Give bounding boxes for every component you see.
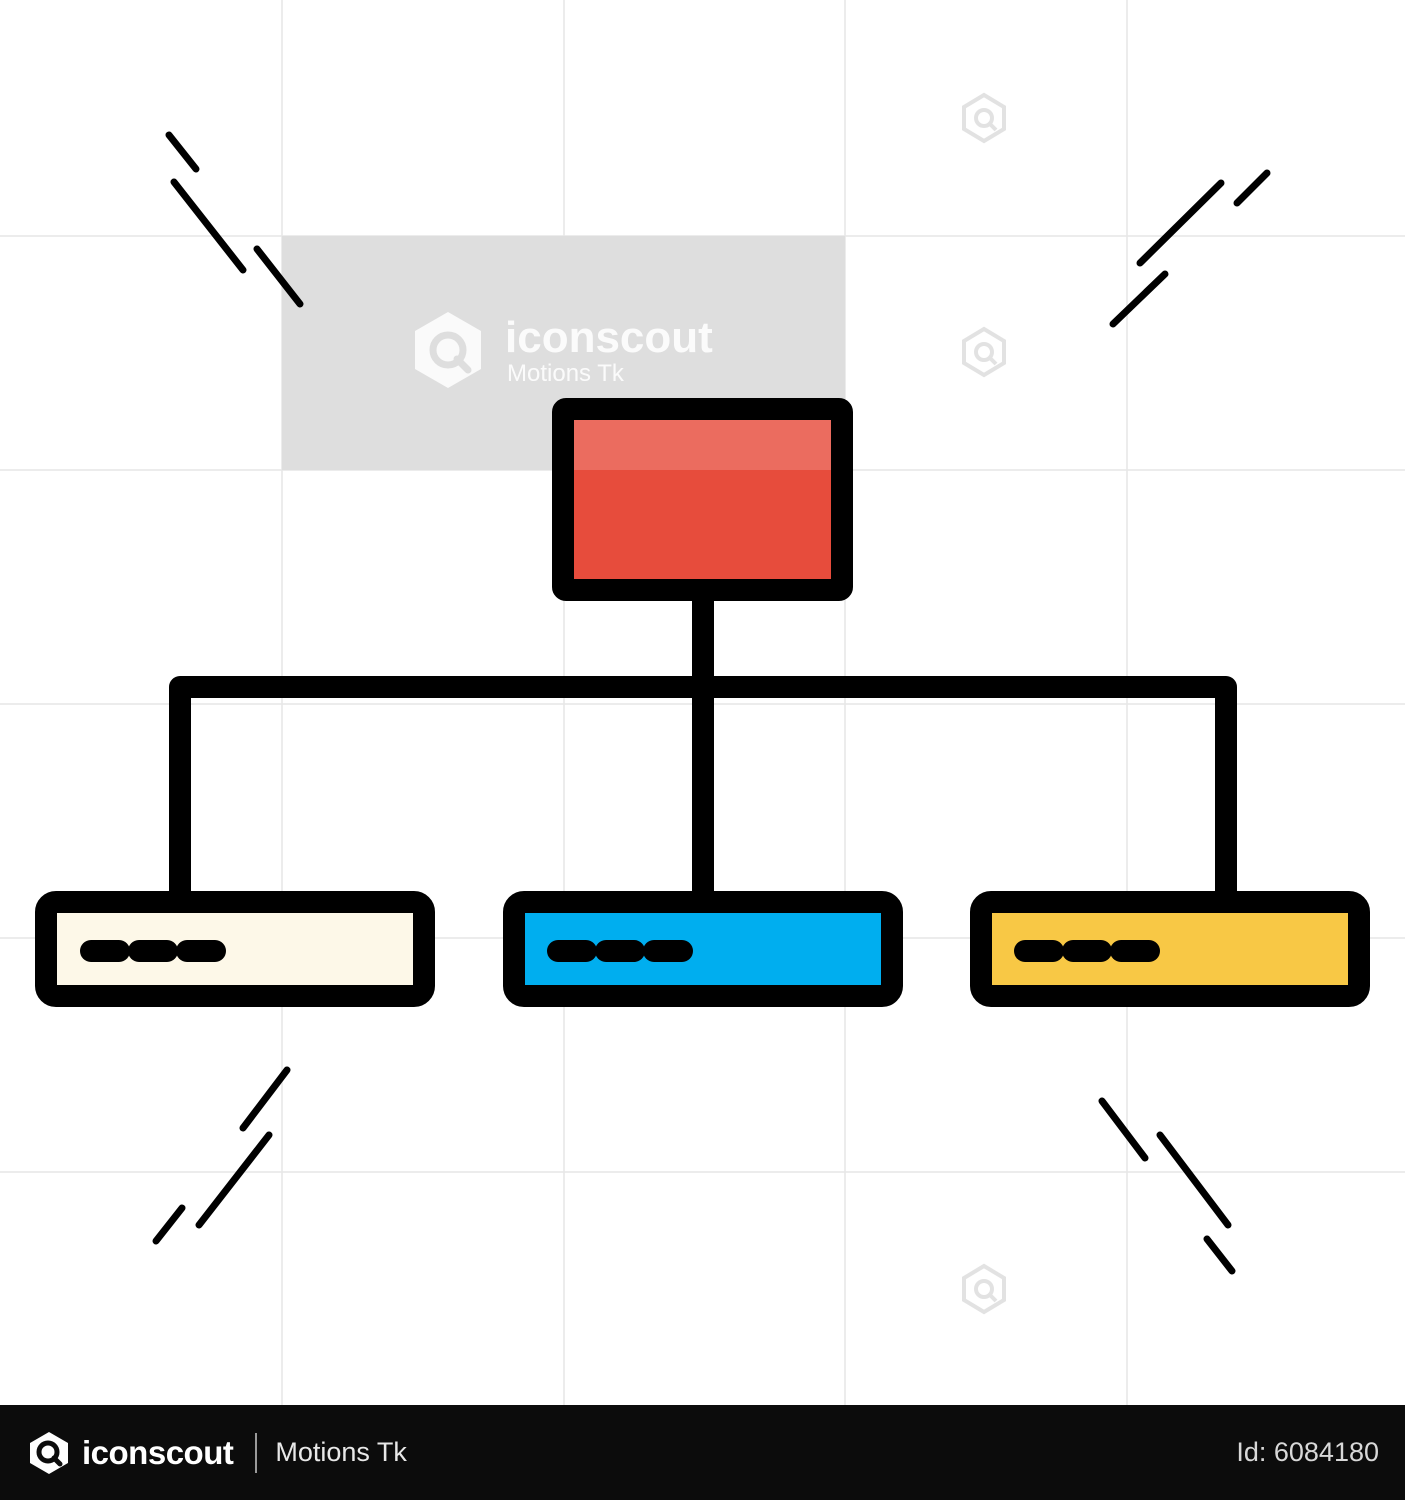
- footer-divider: [255, 1432, 258, 1473]
- footer-brand[interactable]: iconscout Motions Tk: [26, 1405, 407, 1500]
- org-chart-canvas: iconscout Motions Tk: [0, 0, 1405, 1405]
- footer-brand-name: iconscout: [82, 1433, 234, 1471]
- root-node: [552, 398, 853, 601]
- text-placeholder-right: [1014, 940, 1160, 962]
- footer-author[interactable]: Motions Tk: [275, 1437, 407, 1467]
- connector-lines: [169, 589, 1237, 900]
- search-mark-icon: [962, 1263, 1006, 1315]
- watermark-author: Motions Tk: [507, 360, 625, 387]
- iconscout-logo-icon: [30, 1431, 68, 1474]
- watermark-logo-icon: [415, 312, 481, 388]
- child-node-left: [35, 891, 435, 1007]
- root-node-watermark-overlay: [574, 420, 831, 470]
- footer-asset-id: Id: 6084180: [1236, 1437, 1379, 1467]
- text-placeholder-center: [547, 940, 693, 962]
- search-mark-icon: [962, 92, 1006, 144]
- footer-bar: iconscout Motions Tk Id: 6084180: [0, 1405, 1405, 1500]
- watermark-brand: iconscout: [505, 313, 713, 362]
- search-mark-icon: [962, 326, 1006, 378]
- text-placeholder-left: [80, 940, 226, 962]
- child-node-right: [970, 891, 1370, 1007]
- decorative-dashes: [152, 131, 1271, 1275]
- child-node-center: [503, 891, 903, 1007]
